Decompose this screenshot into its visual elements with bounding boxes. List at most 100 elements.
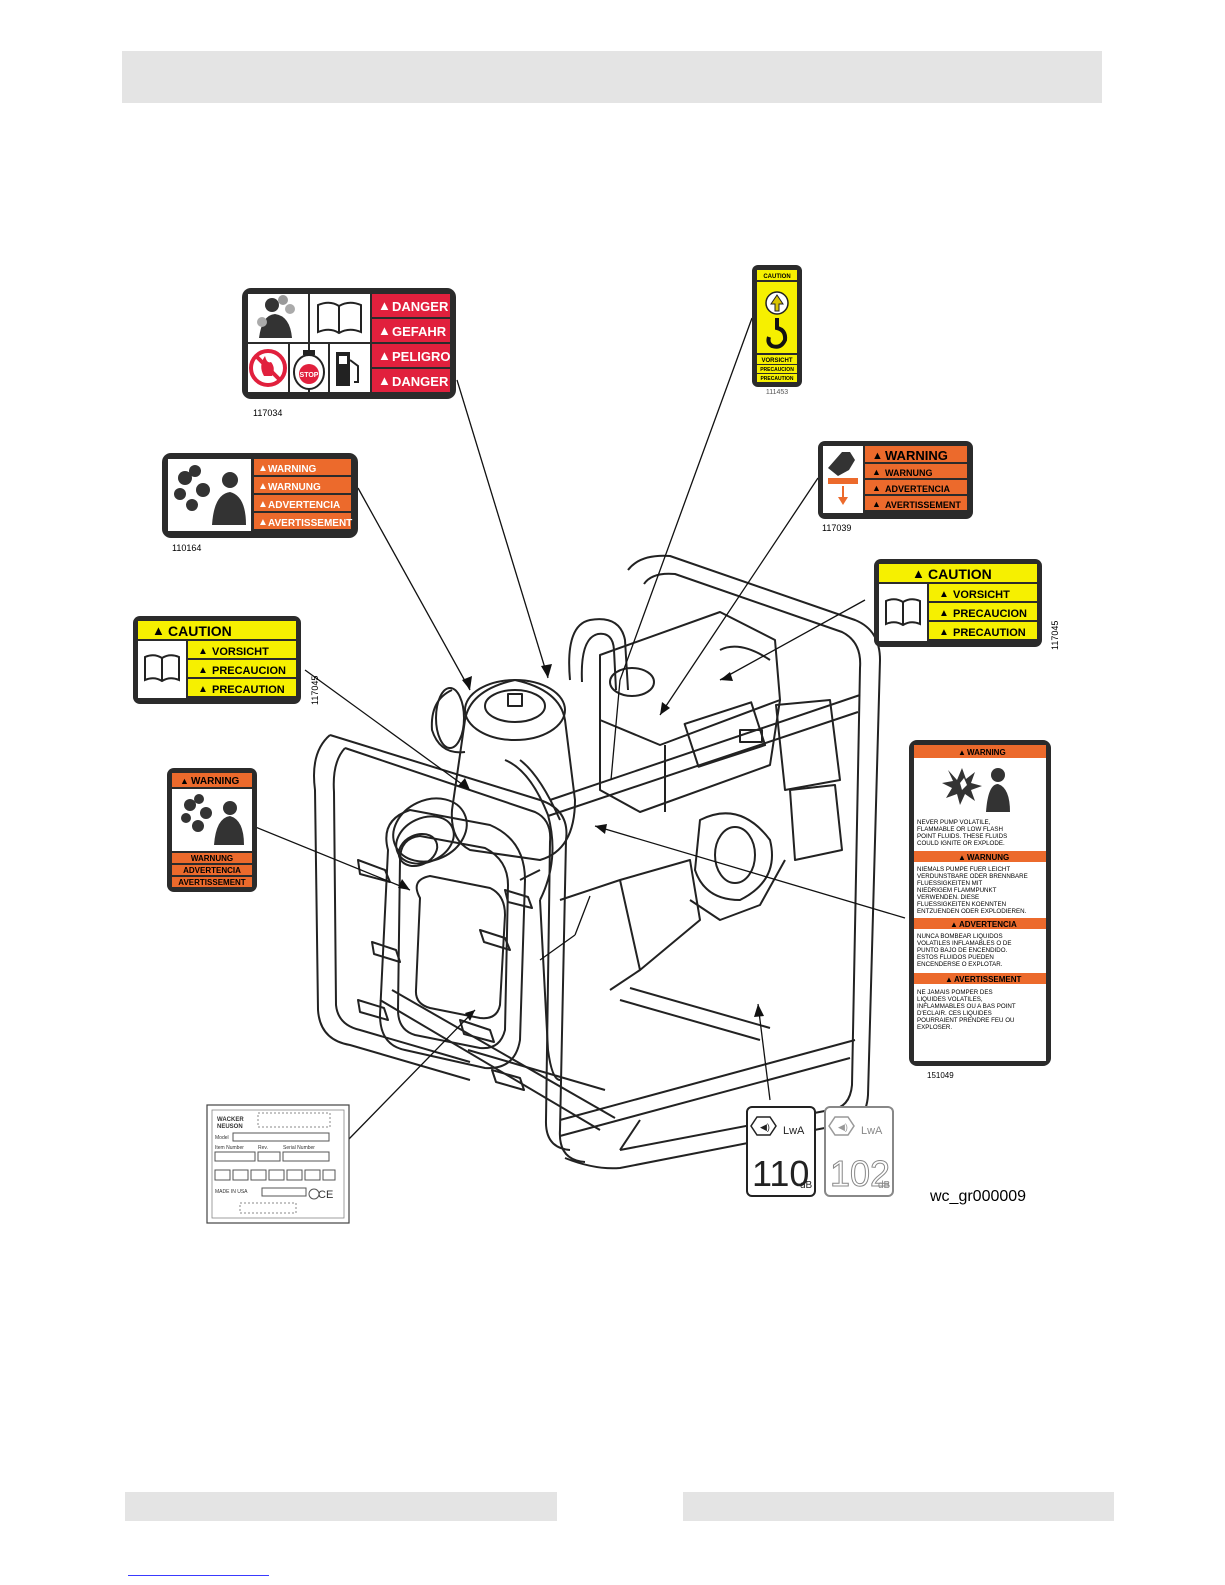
- part-number: 111453: [766, 389, 788, 396]
- figure-id: wc_gr000009: [929, 1188, 1026, 1205]
- svg-text:▲: ▲: [872, 499, 881, 509]
- warning-word: AVERTISSEMENT: [885, 500, 961, 510]
- footer-left-bar: [125, 1492, 557, 1521]
- svg-text:▲: ▲: [152, 623, 165, 638]
- label-151049-warning: ▲ WARNING NEVER PUMP VOLATILE, FLAMMABLE…: [909, 740, 1051, 1080]
- caution-word: PRECAUCION: [760, 367, 794, 373]
- no-fire-icon: [249, 349, 287, 387]
- caution-word: VORSICHT: [212, 646, 269, 658]
- warning-text-es: NUNCA BOMBEAR LIQUIDOS VOLATILES INFLAMA…: [917, 933, 1011, 968]
- svg-text:▲: ▲: [198, 684, 208, 695]
- svg-text:◀): ◀): [760, 1122, 770, 1132]
- manual-book-icon: [144, 654, 180, 683]
- svg-text:COULD IGNITE OR EXPLODE.: COULD IGNITE OR EXPLODE.: [917, 840, 1005, 847]
- svg-text:▲: ▲: [912, 566, 925, 581]
- manual-book-icon: [317, 301, 362, 335]
- caution-word: CAUTION: [763, 274, 790, 280]
- svg-text:▲: ▲: [939, 627, 949, 638]
- sound-power-label-102: ◀) LwA 102 dB: [824, 1106, 894, 1197]
- crush-hand-icon: [828, 452, 858, 505]
- svg-text:ENCENDERSE O EXPLOTAR.: ENCENDERSE O EXPLOTAR.: [917, 961, 1003, 968]
- svg-text:ENTZUENDEN ODER EXPLODIEREN.: ENTZUENDEN ODER EXPLODIEREN.: [917, 908, 1027, 915]
- caution-word: PRECAUCION: [953, 608, 1027, 620]
- field-label: Item Number: [215, 1145, 244, 1151]
- svg-text:▲: ▲: [378, 373, 391, 388]
- footer-right-bar: [683, 1492, 1114, 1521]
- svg-text:▲: ▲: [180, 776, 189, 786]
- svg-text:▲: ▲: [939, 589, 949, 600]
- label-warning-spray-small: ▲ WARNING WARNUNG ADVERTENCIA AVERTISSEM…: [167, 768, 257, 892]
- svg-text:▲: ▲: [939, 608, 949, 619]
- svg-text:ESTOS FLUIDOS PUEDEN: ESTOS FLUIDOS PUEDEN: [917, 954, 994, 961]
- part-number: 117045: [310, 676, 320, 705]
- field-label: Model: [215, 1135, 229, 1141]
- warning-word: ADVERTENCIA: [885, 484, 951, 494]
- warning-word: WARNUNG: [268, 482, 321, 493]
- svg-text:NEVER PUMP VOLATILE,: NEVER PUMP VOLATILE,: [917, 819, 991, 826]
- caution-word: PRECAUCION: [212, 665, 286, 677]
- stop-text: STOP: [300, 372, 319, 379]
- warning-word: WARNUNG: [191, 854, 233, 863]
- svg-text:FLUESSIGKEITEN MIT: FLUESSIGKEITEN MIT: [917, 880, 983, 887]
- footer-link-underline[interactable]: [128, 1575, 269, 1576]
- warning-text-de: NIEMALS PUMPE FUER LEICHT VERDUNSTBARE O…: [917, 866, 1028, 915]
- warning-word: ADVERTENCIA: [268, 500, 340, 511]
- svg-text:▲: ▲: [378, 348, 391, 363]
- svg-text:POURRAIENT PRENDRE FEU OU: POURRAIENT PRENDRE FEU OU: [917, 1017, 1015, 1024]
- serial-nameplate: WACKER NEUSON Model Item Number Rev. Ser…: [206, 1104, 350, 1224]
- svg-text:▲: ▲: [945, 975, 953, 984]
- caution-word: PRECAUTION: [953, 627, 1026, 639]
- svg-text:▲: ▲: [378, 298, 391, 313]
- caution-word: CAUTION: [168, 623, 232, 639]
- svg-text:VOLATILES INFLAMABLES O DE: VOLATILES INFLAMABLES O DE: [917, 940, 1011, 947]
- warning-word: WARNING: [191, 776, 240, 787]
- danger-word: DANGER: [392, 299, 449, 314]
- danger-word: PELIGRO: [392, 349, 451, 364]
- fuel-pump-icon: [336, 352, 359, 386]
- danger-word: DANGER: [392, 374, 449, 389]
- spray-hazard-icon: [174, 465, 246, 525]
- header-bar: [122, 51, 1102, 103]
- svg-text:▲: ▲: [872, 483, 881, 493]
- svg-text:NIEMALS PUMPE FUER LEICHT: NIEMALS PUMPE FUER LEICHT: [917, 866, 1010, 873]
- label-117034-danger: STOP ▲ ▲ ▲ ▲ DANGER GEFAHR PELIGRO DANGE…: [242, 288, 456, 418]
- svg-text:▲: ▲: [258, 481, 268, 492]
- svg-text:▲: ▲: [258, 517, 268, 528]
- brand-line: NEUSON: [217, 1124, 243, 1130]
- svg-text:▲: ▲: [872, 467, 881, 477]
- caution-word: PRECAUTION: [212, 684, 285, 696]
- svg-text:▲: ▲: [198, 665, 208, 676]
- lwa-text: LwA: [861, 1125, 883, 1137]
- warning-word: WARNING: [268, 464, 317, 475]
- danger-word: GEFAHR: [392, 324, 447, 339]
- stop-engine-icon: STOP: [293, 350, 325, 390]
- manual-book-icon: [885, 598, 921, 627]
- sound-value: 110: [752, 1153, 809, 1194]
- warning-word: WARNUNG: [885, 468, 933, 478]
- toxic-fumes-icon: [257, 295, 295, 338]
- svg-text:PUNTO BAJO DE ENCENDIDO.: PUNTO BAJO DE ENCENDIDO.: [917, 947, 1008, 954]
- svg-text:VERWENDEN. DIESE: VERWENDEN. DIESE: [917, 894, 979, 901]
- field-label: Serial Number: [283, 1145, 315, 1151]
- made-in-text: MADE IN USA: [215, 1189, 248, 1195]
- unit-text: dB: [800, 1180, 813, 1191]
- warning-heading: ADVERTENCIA: [959, 920, 1017, 929]
- caution-word: VORSICHT: [761, 358, 792, 364]
- sound-power-label-110: ◀) LwA 110 dB: [746, 1106, 816, 1197]
- unit-text: dB: [878, 1180, 891, 1191]
- label-lift-point-caution: CAUTION VORSICHT PRECAUCION PRECAUTION 1…: [752, 265, 802, 396]
- svg-text:▲: ▲: [958, 853, 966, 862]
- warning-word: WARNING: [885, 448, 948, 463]
- svg-text:▲: ▲: [258, 499, 268, 510]
- label-110164-warning: ▲ ▲ ▲ ▲ WARNING WARNUNG ADVERTENCIA AVER…: [162, 453, 358, 553]
- svg-text:▲: ▲: [872, 450, 883, 462]
- warning-text-en: NEVER PUMP VOLATILE, FLAMMABLE OR LOW FL…: [917, 819, 1007, 847]
- part-number: 151049: [927, 1071, 954, 1080]
- svg-text:NIEDRIGEM FLAMMPUNKT: NIEDRIGEM FLAMMPUNKT: [917, 887, 997, 894]
- warning-word: AVERTISSEMENT: [178, 878, 246, 887]
- warning-word: ADVERTENCIA: [183, 866, 241, 875]
- caution-word: CAUTION: [928, 566, 992, 582]
- svg-text:FLUESSIGKEITEN KOENNTEN: FLUESSIGKEITEN KOENNTEN: [917, 901, 1006, 908]
- lwa-text: LwA: [783, 1125, 805, 1137]
